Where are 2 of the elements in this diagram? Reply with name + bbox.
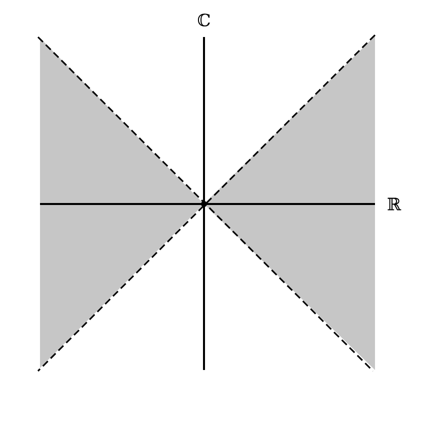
- axis-label: ℝ: [388, 198, 402, 210]
- axis-label: ℂ: [198, 14, 210, 26]
